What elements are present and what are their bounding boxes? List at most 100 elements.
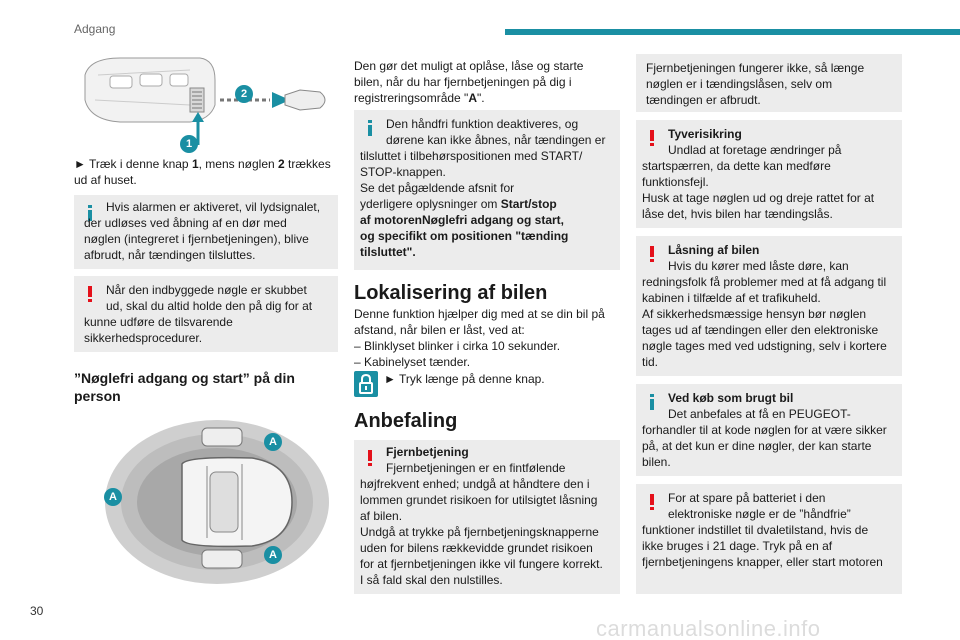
warning-icon bbox=[366, 450, 374, 466]
rec-line: for at fjernbetjeningen ikke vil fungere… bbox=[360, 557, 603, 571]
warning-box-key: Når den indbyggede nøgle er skubbet ud, … bbox=[74, 276, 338, 352]
box1-line: Fjernbetjeningen fungerer ikke, så længe bbox=[646, 61, 865, 75]
rec-title: Fjernbetjening bbox=[386, 445, 469, 459]
lock-line: Hvis du kører med låste døre, kan bbox=[668, 259, 849, 273]
theft-line: startspærren, da dette kan medføre bbox=[642, 159, 831, 173]
rec-line: Fjernbetjeningen er en fintfølende bbox=[386, 461, 566, 475]
info2-line: STOP-knappen. bbox=[360, 165, 446, 179]
warning-box-remote: Fjernbetjening Fjernbetjeningen er en fi… bbox=[354, 440, 620, 594]
used-title: Ved køb som brugt bil bbox=[668, 391, 794, 405]
rec-line: højfrekvent enhed; undgå at håndtere den… bbox=[360, 477, 590, 491]
warn1-line: kunne udføre de tilsvarende bbox=[84, 315, 233, 329]
rec-line: uden for bilens rækkevidde grundet risik… bbox=[360, 541, 593, 555]
warning-box-theft: Tyverisikring Undlad at foretage ændring… bbox=[636, 120, 902, 228]
info-icon bbox=[366, 120, 374, 136]
lock-title: Låsning af bilen bbox=[668, 243, 760, 257]
warning-icon bbox=[648, 130, 656, 146]
loc-line: – Blinklyset blinker i cirka 10 sekunder… bbox=[354, 339, 561, 353]
intro-last-b: A bbox=[468, 91, 477, 105]
subheading-line: person bbox=[74, 388, 121, 404]
zone-label-a-top: A bbox=[264, 433, 282, 451]
used-line: Det anbefales at få en PEUGEOT- bbox=[668, 407, 851, 421]
warning-box-battery: For at spare på batteriet i den elektron… bbox=[636, 484, 902, 594]
info1-line: Hvis alarmen er aktiveret, vil lydsignal… bbox=[106, 200, 321, 214]
rec-line: lommen grundet risikoen for utilsigtet l… bbox=[360, 493, 598, 507]
heading-recommendation: Anbefaling bbox=[354, 410, 458, 432]
rec-line: af bilen. bbox=[360, 509, 403, 523]
step-text-d: 2 bbox=[278, 157, 285, 171]
watermark: carmanualsonline.info bbox=[596, 616, 821, 640]
step-text-e: trækkes ud af huset. bbox=[74, 157, 331, 187]
info-icon bbox=[86, 205, 94, 221]
warning-icon bbox=[86, 286, 94, 302]
box-remote-not-working: Fjernbetjeningen fungerer ikke, så længe… bbox=[636, 54, 902, 112]
theft-title: Tyverisikring bbox=[668, 127, 742, 141]
used-line: bilen. bbox=[642, 455, 671, 469]
info-box-alarm: Hvis alarmen er aktiveret, vil lydsignal… bbox=[74, 195, 338, 269]
intro-last-c: ". bbox=[476, 91, 485, 105]
info2-bold: af motorenNøglefri adgang og start, bbox=[360, 213, 565, 227]
info-icon bbox=[648, 394, 656, 410]
info2-line: Se det pågældende afsnit for bbox=[360, 181, 515, 195]
theft-line: Husk at tage nøglen ud og dreje rattet f… bbox=[642, 191, 875, 205]
step-text-b: 1 bbox=[191, 157, 199, 171]
used-line: på, at det kun er dine nøgler, der kan s… bbox=[642, 439, 872, 453]
lock-line: tages ud af tændingen eller den elektron… bbox=[642, 323, 879, 337]
info1-line: nøglen (integreret i fjernbetjeningen), … bbox=[84, 232, 309, 246]
heading-locate-car: Lokalisering af bilen bbox=[354, 282, 548, 304]
info2-line: yderligere oplysninger om bbox=[360, 197, 501, 211]
zone-label-a-left: A bbox=[104, 488, 122, 506]
warning-icon bbox=[648, 246, 656, 262]
lock-step-text: ► Tryk længe på denne knap. bbox=[384, 372, 545, 386]
info2-line: tilsluttet i tilbehørspositionen med STA… bbox=[360, 149, 583, 163]
key-extraction-illustration bbox=[84, 57, 326, 145]
lock-line: tid. bbox=[642, 355, 659, 369]
info2-line: dørene kan ikke åbnes, når tændingen er bbox=[386, 133, 606, 147]
callout-1: 1 bbox=[180, 135, 198, 153]
key-step-text: ► Træk i denne knap 1, mens nøglen 2 træ… bbox=[74, 156, 340, 188]
info2-bold: tilsluttet". bbox=[360, 245, 416, 259]
battery-line: elektroniske nøgle er de ”håndfrie” bbox=[668, 507, 851, 521]
battery-line: fjernbetjeningens knapper, eller start m… bbox=[642, 555, 883, 569]
section-header: Adgang bbox=[74, 22, 116, 36]
box1-line: tændingen er afbrudt. bbox=[646, 93, 761, 107]
subheading-line: ”Nøglefri adgang og start” på din bbox=[74, 370, 295, 386]
intro-text: Den gør det muligt at oplåse, låse og st… bbox=[354, 58, 620, 106]
battery-line: ikke bruges i 21 dage. Tryk på en af bbox=[642, 539, 833, 553]
info2-line: Den håndfri funktion deaktiveres, og bbox=[386, 117, 579, 131]
zone-label-a-bottom: A bbox=[264, 546, 282, 564]
loc-line: afstand, når bilen er låst, ved at: bbox=[354, 323, 525, 337]
step-text-a: ► Træk i denne knap bbox=[74, 157, 192, 171]
theft-line: funktionsfejl. bbox=[642, 175, 709, 189]
lock-line: nøgle tages med ved udstigning, selv i k… bbox=[642, 339, 887, 353]
warning-box-locking: Låsning af bilen Hvis du kører med låste… bbox=[636, 236, 902, 376]
used-line: forhandler til at kode nøglen for at vær… bbox=[642, 423, 887, 437]
loc-line: Denne funktion hjælper dig med at se din… bbox=[354, 307, 605, 321]
info1-line: der udløses ved åbning af en dør med bbox=[84, 216, 287, 230]
locate-text: Denne funktion hjælper dig med at se din… bbox=[354, 306, 620, 370]
lock-line: kabinen i tilfælde af et trafikuheld. bbox=[642, 291, 821, 305]
rec-line: Undgå at trykke på fjernbetjeningsknappe… bbox=[360, 525, 599, 539]
page-number: 30 bbox=[30, 604, 44, 618]
theft-line: Undlad at foretage ændringer på bbox=[668, 143, 842, 157]
callout-2: 2 bbox=[235, 85, 253, 103]
lock-line: redningsfolk få problemer med at få adga… bbox=[642, 275, 887, 289]
loc-line: – Kabinelyset tænder. bbox=[354, 355, 471, 369]
battery-line: funktioner indstillet til dvaletilstand,… bbox=[642, 523, 869, 537]
warn1-line: ud, skal du altid holde den på dig for a… bbox=[106, 299, 313, 313]
step-text-c: , mens nøglen bbox=[198, 157, 278, 171]
warn1-line: sikkerhedsprocedurer. bbox=[84, 331, 203, 345]
lock-icon bbox=[354, 371, 378, 397]
lock-line: Af sikkerhedsmæssige hensyn bør nøglen bbox=[642, 307, 867, 321]
info2-bold: og specifikt om positionen "tænding bbox=[360, 229, 569, 243]
info-box-used-car: Ved køb som brugt bil Det anbefales at f… bbox=[636, 384, 902, 476]
subheading-keyless: ”Nøglefri adgang og start” på din person bbox=[74, 369, 340, 405]
intro-line: bilen, når du har fjernbetjeningen på di… bbox=[354, 75, 572, 89]
intro-last-a: registreringsområde " bbox=[354, 91, 469, 105]
info2-bold: Start/stop bbox=[500, 197, 557, 211]
info1-line: afbrudt, når tændingen tilsluttes. bbox=[84, 248, 256, 262]
battery-line: For at spare på batteriet i den bbox=[668, 491, 826, 505]
rec-line: I så fald skal den nulstilles. bbox=[360, 573, 503, 587]
header-accent-bar bbox=[505, 29, 960, 35]
info-box-handsfree: Den håndfri funktion deaktiveres, og dør… bbox=[354, 110, 620, 270]
